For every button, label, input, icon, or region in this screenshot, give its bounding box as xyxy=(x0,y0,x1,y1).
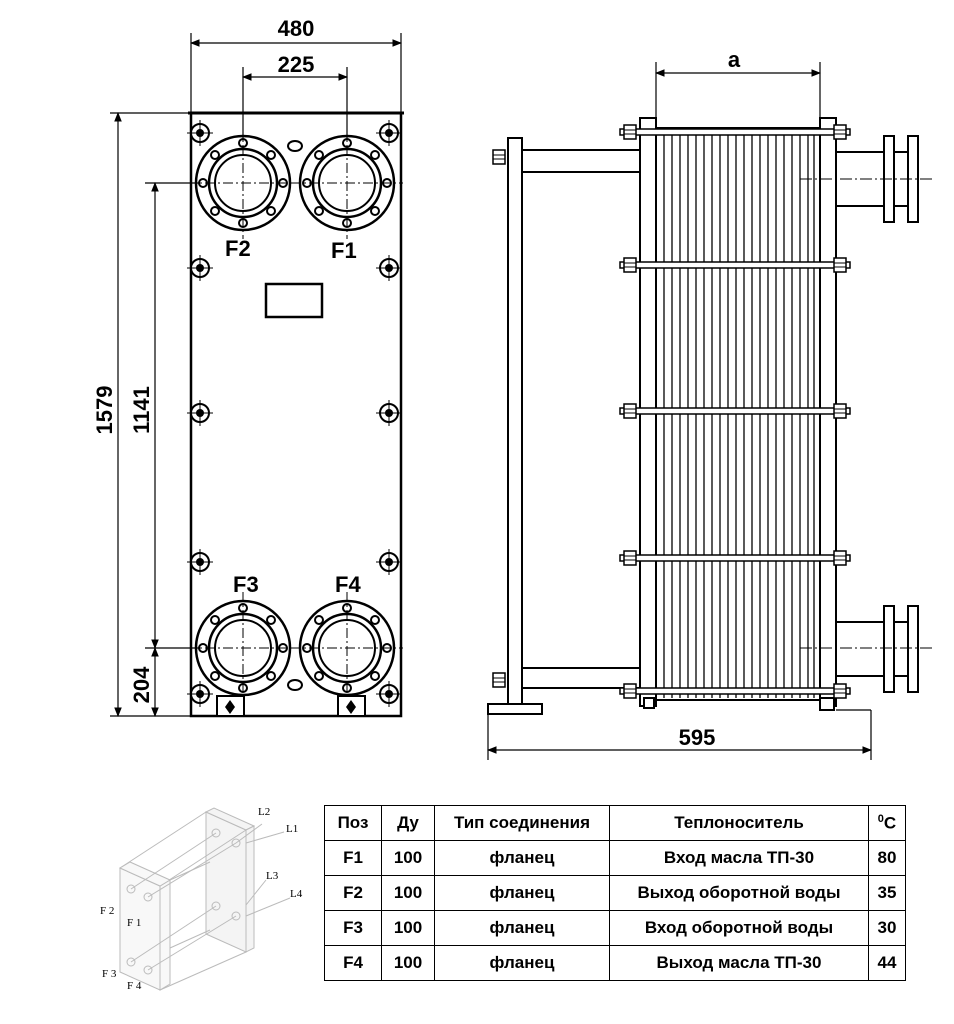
svg-text:F 1: F 1 xyxy=(127,917,141,929)
svg-text:F 3: F 3 xyxy=(102,968,117,980)
table-row: F3 100 фланец Вход оборотной воды 30 xyxy=(324,910,906,946)
cell-pos: F2 xyxy=(324,875,382,911)
cell-du: 100 xyxy=(381,840,435,876)
table-row: F4 100 фланец Выход масла ТП-30 44 xyxy=(324,945,906,981)
header-pos: Поз xyxy=(324,805,382,841)
cell-medium: Выход масла ТП-30 xyxy=(609,945,869,981)
cell-temp: 80 xyxy=(868,840,906,876)
svg-text:F 4: F 4 xyxy=(127,980,142,992)
spec-table: Поз Ду Тип соединения Теплоноситель 0С F… xyxy=(324,805,906,981)
cell-medium: Вход оборотной воды xyxy=(609,910,869,946)
front-view: F2 F1 F3 F4 480 225 1579 1141 204 xyxy=(92,16,405,718)
support-column xyxy=(507,137,523,705)
cell-medium: Выход оборотной воды xyxy=(609,875,869,911)
cell-temp: 30 xyxy=(868,910,906,946)
cell-medium: Вход масла ТП-30 xyxy=(609,840,869,876)
dim-width: 480 xyxy=(278,16,315,41)
cell-du: 100 xyxy=(381,945,435,981)
table-row: F1 100 фланец Вход масла ТП-30 80 xyxy=(324,840,906,876)
cell-conn: фланец xyxy=(434,910,610,946)
upper-guide-bar xyxy=(521,149,641,173)
svg-text:L3: L3 xyxy=(266,870,279,882)
nameplate xyxy=(264,282,324,319)
dim-height: 1579 xyxy=(92,386,117,435)
dim-bottom-offset: 204 xyxy=(129,666,154,703)
svg-text:L2: L2 xyxy=(258,806,270,818)
cell-du: 100 xyxy=(381,875,435,911)
header-du: Ду xyxy=(381,805,435,841)
svg-text:F 2: F 2 xyxy=(100,905,114,917)
table-row: F2 100 фланец Выход оборотной воды 35 xyxy=(324,875,906,911)
header-temp: 0С xyxy=(868,805,906,841)
lower-guide-bar xyxy=(521,667,641,689)
cell-temp: 44 xyxy=(868,945,906,981)
header-medium: Теплоноситель xyxy=(609,805,869,841)
cell-conn: фланец xyxy=(434,875,610,911)
isometric-schematic xyxy=(118,807,291,991)
header-conn: Тип соединения xyxy=(434,805,610,841)
side-view: a 595 xyxy=(487,47,934,760)
port-label-f4: F4 xyxy=(335,572,361,597)
table-header-row: Поз Ду Тип соединения Теплоноситель 0С xyxy=(324,805,906,841)
port-label-f3: F3 xyxy=(233,572,259,597)
cell-pos: F4 xyxy=(324,945,382,981)
dim-port-spacing: 225 xyxy=(278,52,315,77)
cell-conn: фланец xyxy=(434,840,610,876)
cell-du: 100 xyxy=(381,910,435,946)
cell-conn: фланец xyxy=(434,945,610,981)
lower-nozzle xyxy=(800,605,934,693)
dim-port-vertical: 1141 xyxy=(129,386,154,434)
cell-temp: 35 xyxy=(868,875,906,911)
schematic-labels: L2 L1 L3 L4 F 2 F 1 F 3 F 4 xyxy=(100,806,303,992)
cell-pos: F1 xyxy=(324,840,382,876)
upper-nozzle xyxy=(800,135,934,223)
port-label-f2: F2 xyxy=(225,236,251,261)
dim-pack-length: a xyxy=(728,47,741,72)
cell-pos: F3 xyxy=(324,910,382,946)
dim-total-length: 595 xyxy=(679,725,716,750)
svg-text:L1: L1 xyxy=(286,823,298,835)
svg-text:L4: L4 xyxy=(290,888,303,900)
port-label-f1: F1 xyxy=(331,238,357,263)
tie-rods xyxy=(619,124,851,699)
